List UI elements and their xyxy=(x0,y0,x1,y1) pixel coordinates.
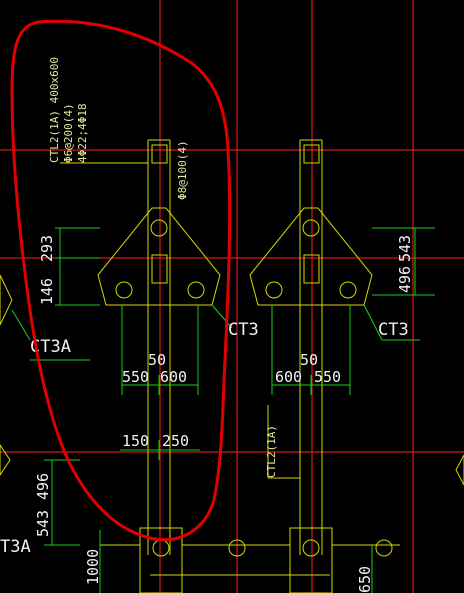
beam-spec-line1: CTL2(1A) 400x600 xyxy=(48,57,61,163)
dim-text-543-a: 543 xyxy=(396,235,414,262)
dim-text-146: 146 xyxy=(38,278,56,305)
edge-cap-left-upper xyxy=(0,274,13,326)
column-left-mid xyxy=(151,254,168,284)
dim-text-600-a: 600 xyxy=(160,368,187,386)
column-left-top xyxy=(151,144,168,164)
dim-text-250: 250 xyxy=(162,432,189,450)
leader-ct3-b xyxy=(363,304,383,341)
cap-labels: CT3A T3A CT3 CT3 xyxy=(0,320,409,557)
dim-text-496-a: 496 xyxy=(396,266,414,293)
beam-label-right: CTL2(1A) xyxy=(265,425,278,478)
column-right-mid xyxy=(303,254,320,284)
edge-cap-left-lower xyxy=(0,444,11,476)
cap-label-ct3-b: CT3 xyxy=(378,320,409,340)
cap-label-t3a: T3A xyxy=(0,537,31,557)
edge-cap-right xyxy=(455,454,464,486)
bottom-cap-left xyxy=(139,527,183,593)
pile-bottom-mid xyxy=(228,539,246,557)
dim-text-1000: 1000 xyxy=(84,549,102,585)
column-right-top xyxy=(303,144,320,164)
dim-text-50-b: 50 xyxy=(300,351,318,369)
pile-a-top xyxy=(150,219,168,237)
callout-highlight-loop xyxy=(10,19,232,542)
leader-ct3a xyxy=(11,309,31,341)
pile-b-right xyxy=(339,281,357,299)
stirrup-label: Φ8@100(4) xyxy=(176,140,189,200)
dim-text-50-a: 50 xyxy=(148,351,166,369)
pile-a-right xyxy=(187,281,205,299)
dim-text-150: 150 xyxy=(122,432,149,450)
dim-text-543-b: 543 xyxy=(34,510,52,537)
cap-label-ct3a: CT3A xyxy=(30,337,71,357)
pile-bottom-far xyxy=(375,539,393,557)
dimension-text: 146 293 50 550 600 50 600 550 150 250 49… xyxy=(34,235,414,593)
dim-text-293: 293 xyxy=(38,235,56,262)
beam-spec-line3: 4Φ22;4Φ18 xyxy=(76,103,89,163)
dim-text-600-b: 600 xyxy=(275,368,302,386)
pile-b-left xyxy=(265,281,283,299)
dim-text-650: 650 xyxy=(356,566,374,593)
cap-label-ct3-a: CT3 xyxy=(228,320,259,340)
pile-bottom-right xyxy=(302,539,320,557)
dim-text-496-b: 496 xyxy=(34,473,52,500)
beam-spec-line2: Φ6@200(4) xyxy=(62,103,75,163)
dim-text-550-b: 550 xyxy=(314,368,341,386)
dimension-lines xyxy=(11,227,435,593)
beam-annotation: CTL2(1A) 400x600 Φ6@200(4) 4Φ22;4Φ18 Φ8@… xyxy=(48,57,278,478)
pile-a-left xyxy=(115,281,133,299)
structure xyxy=(0,139,464,593)
bottom-cap-right xyxy=(289,527,333,593)
pile-b-top xyxy=(302,219,320,237)
leader-ct3-a xyxy=(211,304,233,329)
dim-text-550-a: 550 xyxy=(122,368,149,386)
